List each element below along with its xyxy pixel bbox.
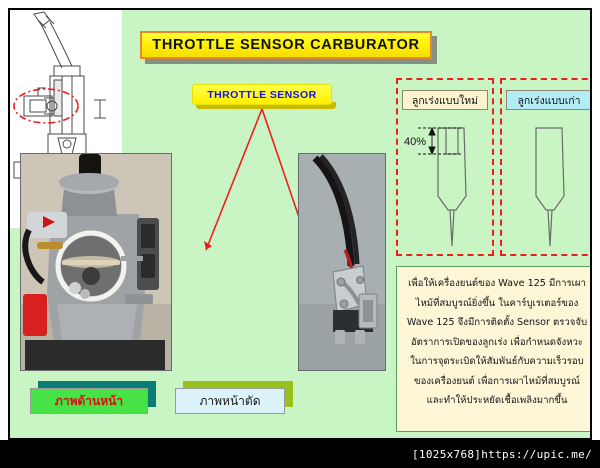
front-view-caption-text: ภาพด้านหน้า (54, 393, 124, 408)
watermark-text: [1025x768]https://upic.me/ (412, 447, 592, 461)
cross-section-caption: ภาพหน้าตัด (175, 388, 285, 414)
throttle-sensor-callout: THROTTLE SENSOR (192, 84, 332, 105)
description-line-3: Wave 125 จึงมีการติดตั้ง Sensor ตรวจจับ (406, 317, 588, 328)
throttle-sensor-photo (298, 153, 386, 371)
front-view-caption: ภาพด้านหน้า (30, 388, 148, 414)
carburetor-front-photo (20, 153, 172, 371)
page-title: THROTTLE SENSOR CARBURATOR (140, 31, 432, 59)
cross-section-caption-text: ภาพหน้าตัด (199, 393, 261, 408)
old-needle-group (500, 78, 590, 256)
new-needle-label-text: ลูกเร่งแบบใหม่ (411, 94, 479, 107)
description-line-7: และทำให้ประหยัดเชื้อเพลิงมากขึ้น (426, 395, 568, 406)
old-needle-label-text: ลูกเร่งแบบเก่า (517, 94, 581, 107)
new-needle-drawing: 40% (404, 126, 467, 247)
old-needle-drawing (535, 127, 565, 247)
page-title-text: THROTTLE SENSOR CARBURATOR (152, 37, 420, 53)
dimension-label: 40% (404, 136, 426, 148)
sensor-banner-shadow (196, 102, 336, 109)
watermark-bar: [1025x768]https://upic.me/ (0, 440, 600, 468)
slide-frame: THROTTLE SENSOR CARBURATOR THROTTLE SENS… (8, 8, 592, 440)
new-needle-label: ลูกเร่งแบบใหม่ (402, 90, 488, 110)
description-line-6: ของเครื่องยนต์ เพื่อการเผาไหม้ที่สมบูรณ์ (414, 375, 580, 387)
description-line-4: อัตราการเปิดของลูกเร่ง เพื่อกำหนดจังหวะ (410, 336, 584, 348)
throttle-sensor-callout-text: THROTTLE SENSOR (207, 88, 317, 101)
description-panel: เพื่อให้เครื่องยนต์ของ Wave 125 มีการเผา… (396, 266, 590, 432)
description-line-2: ไหม้ที่สมบูรณ์ยิ่งขึ้น ในคาร์บูเรเตอร์ขอ… (415, 297, 579, 309)
old-needle-label: ลูกเร่งแบบเก่า (506, 90, 590, 110)
new-needle-group (396, 78, 494, 256)
description-line-1: เพื่อให้เครื่องยนต์ของ Wave 125 มีการเผา (408, 278, 586, 289)
description-line-5: ในการจุดระเบิดให้สัมพันธ์กับความเร็วรอบ (410, 356, 584, 367)
slide-canvas: THROTTLE SENSOR CARBURATOR THROTTLE SENS… (10, 10, 590, 438)
